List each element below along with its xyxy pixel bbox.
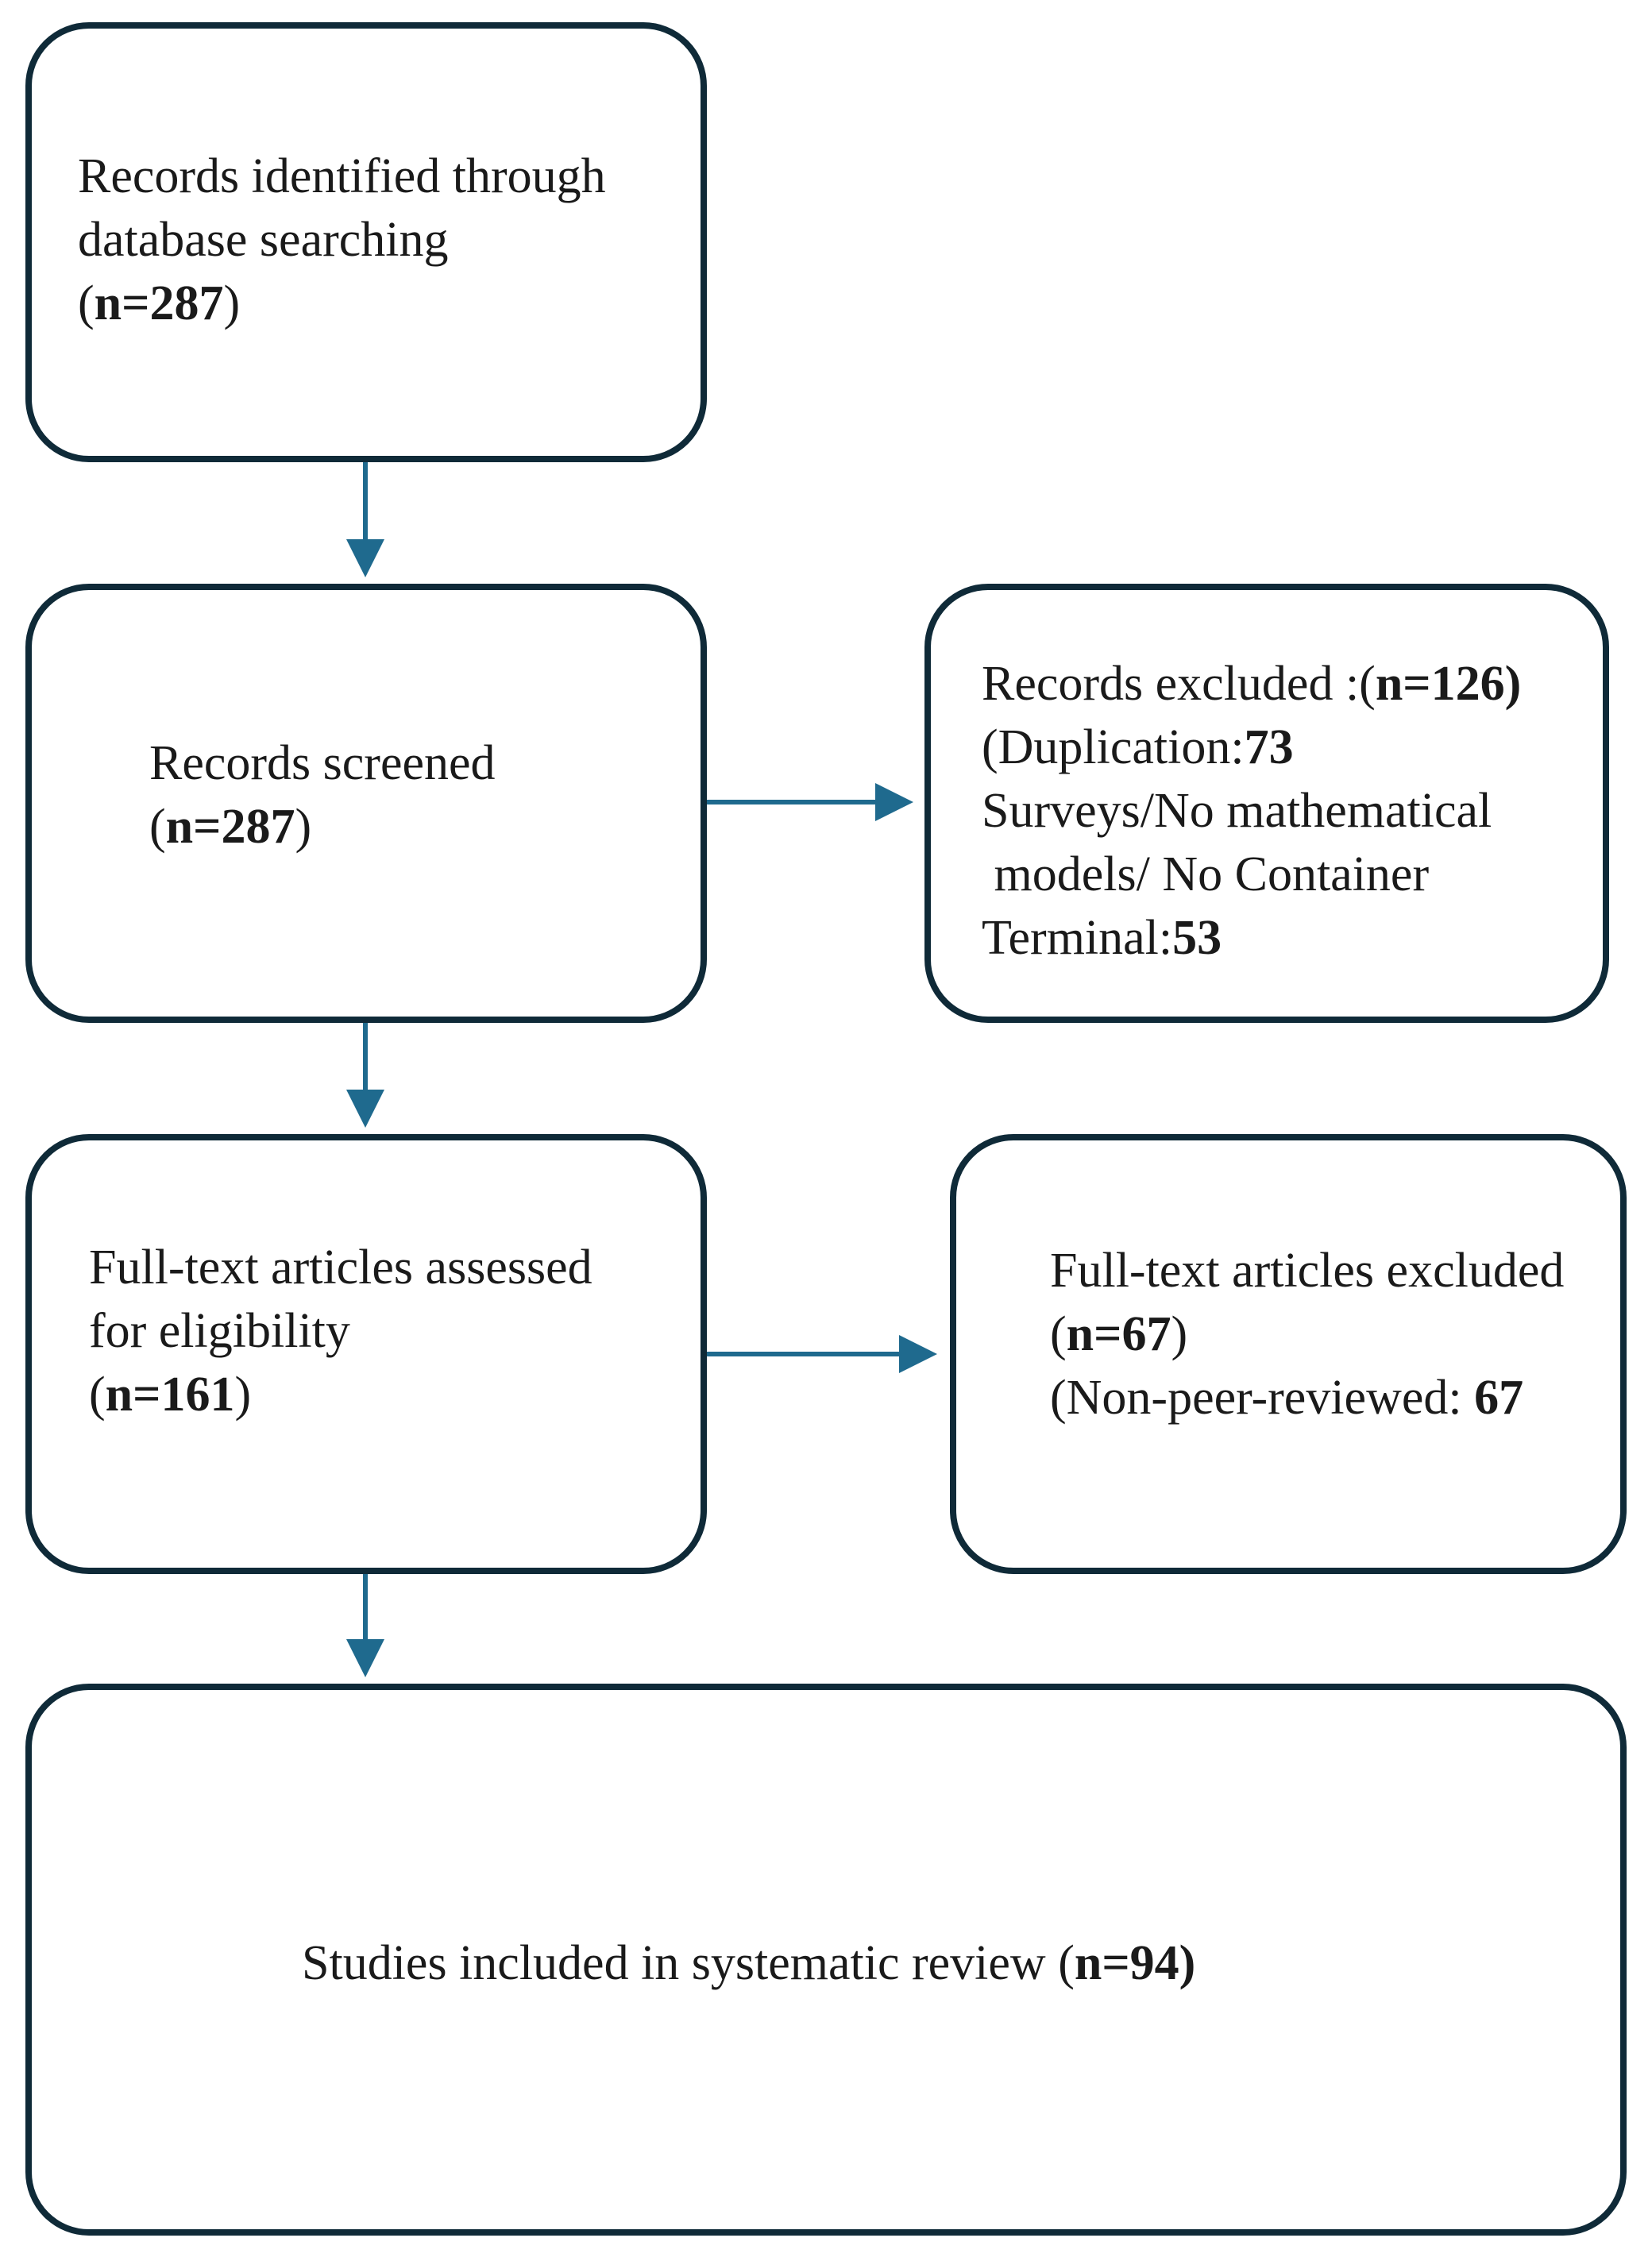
fulltext-excluded-count: (n=67)	[1050, 1302, 1564, 1366]
records-excluded-line4: models/ No Container	[982, 847, 1430, 901]
records-excluded-line3: Surveys/No mathematical	[982, 784, 1492, 838]
records-excluded-line5: Terminal:53	[982, 906, 1521, 970]
box-studies-included: Studies included in systematic review (n…	[25, 1684, 1627, 2236]
box-fulltext-excluded: Full-text articles excluded (n=67) (Non-…	[950, 1134, 1627, 1574]
records-identified-line1: Records identified through	[78, 149, 606, 203]
count-value: n=287	[94, 276, 224, 330]
label: (Non-peer-reviewed:	[1050, 1371, 1475, 1425]
box-fulltext-assessed: Full-text articles assessed for eligibil…	[25, 1134, 707, 1574]
box-records-screened: Records screened (n=287)	[25, 584, 707, 1023]
records-identified-line2: database searching	[78, 213, 449, 267]
paren-close: )	[1179, 1936, 1196, 1990]
records-excluded-text: Records excluded :(n=126) (Duplication:7…	[982, 652, 1521, 970]
fulltext-assessed-text: Full-text articles assessed for eligibil…	[89, 1236, 592, 1426]
label: Records excluded :(	[982, 657, 1376, 711]
records-identified-text: Records identified through database sear…	[78, 145, 606, 335]
count-value: 73	[1244, 720, 1294, 774]
paren-open: (	[78, 276, 95, 330]
label: Studies included in systematic review (	[302, 1936, 1075, 1990]
box-records-excluded: Records excluded :(n=126) (Duplication:7…	[924, 584, 1609, 1023]
fulltext-assessed-line2: for eligibility	[89, 1304, 350, 1358]
paren-close: )	[1171, 1307, 1188, 1361]
paren-close: )	[1504, 657, 1522, 711]
count-value: 67	[1474, 1371, 1524, 1425]
fulltext-excluded-text: Full-text articles excluded (n=67) (Non-…	[1050, 1239, 1564, 1430]
count-value: n=94	[1074, 1936, 1179, 1990]
records-identified-count: (n=287)	[78, 272, 606, 335]
records-excluded-line1: Records excluded :(n=126)	[982, 652, 1521, 716]
fulltext-assessed-count: (n=161)	[89, 1363, 592, 1426]
count-value: 53	[1172, 911, 1222, 965]
box-records-identified: Records identified through database sear…	[25, 22, 707, 462]
count-value: n=67	[1066, 1307, 1171, 1361]
studies-included-text: Studies included in systematic review (n…	[302, 1931, 1195, 1995]
fulltext-assessed-line1: Full-text articles assessed	[89, 1240, 592, 1294]
records-screened-count: (n=287)	[149, 795, 496, 858]
records-screened-line1: Records screened	[149, 736, 496, 790]
label: Terminal:	[982, 911, 1173, 965]
count-value: n=126	[1375, 657, 1505, 711]
paren-open: (	[89, 1368, 106, 1422]
count-value: n=287	[165, 800, 295, 854]
fulltext-excluded-line3: (Non-peer-reviewed: 67	[1050, 1366, 1564, 1430]
paren-open: (	[149, 800, 166, 854]
paren-open: (	[1050, 1307, 1067, 1361]
records-excluded-line2: (Duplication:73	[982, 716, 1521, 779]
studies-included-line: Studies included in systematic review (n…	[302, 1931, 1195, 1995]
fulltext-excluded-line1: Full-text articles excluded	[1050, 1244, 1565, 1298]
count-value: n=161	[105, 1368, 235, 1422]
paren-close: )	[223, 276, 241, 330]
paren-close: )	[295, 800, 312, 854]
records-screened-text: Records screened (n=287)	[149, 731, 496, 858]
paren-close: )	[234, 1368, 252, 1422]
label: (Duplication:	[982, 720, 1245, 774]
